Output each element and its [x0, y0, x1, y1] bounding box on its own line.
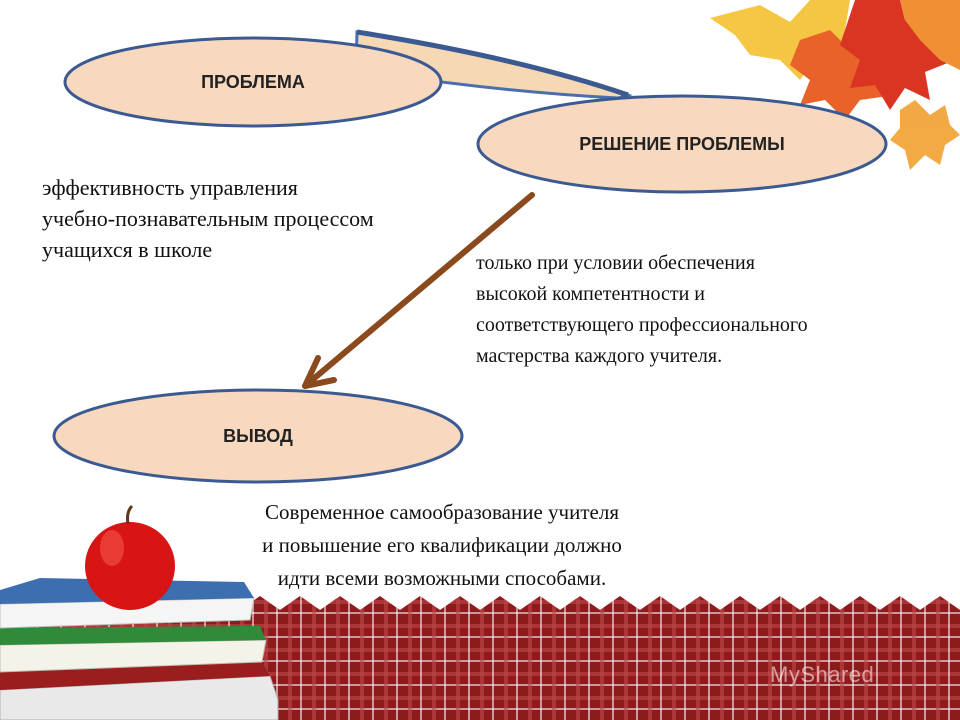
problem-text-line: эффективность управления	[42, 175, 298, 200]
conclusion-text-line: Современное самообразование учителя	[265, 500, 619, 524]
conclusion-label: ВЫВОД	[223, 426, 293, 446]
solution-text-line: соответствующего профессионального	[476, 314, 808, 336]
apple-image	[85, 504, 175, 610]
problem-text: эффективность управления учебно-познават…	[42, 172, 374, 265]
solution-text-line: мастерства каждого учителя.	[476, 345, 723, 367]
problem-text-line: учебно-познавательным процессом	[42, 206, 374, 231]
conclusion-text-line: и повышение его квалификации должно	[262, 533, 622, 557]
solution-label: РЕШЕНИЕ ПРОБЛЕМЫ	[579, 134, 785, 154]
problem-text-line: учащихся в школе	[42, 237, 213, 262]
problem-oval	[63, 36, 443, 128]
solution-oval	[476, 94, 888, 194]
conclusion-text-line: идти всеми возможными способами.	[277, 566, 607, 590]
books-stack	[0, 578, 279, 720]
conclusion-oval	[52, 388, 464, 484]
solution-text-line: высокой компетентности и	[476, 283, 706, 305]
solution-text-line: только при условии обеспечения	[476, 252, 755, 274]
autumn-leaves	[710, 0, 960, 170]
problem-label: ПРОБЛЕМА	[201, 72, 305, 92]
solution-text: только при условии обеспечения высокой к…	[476, 248, 808, 372]
flow-arrow	[302, 192, 535, 389]
conclusion-text: Современное самообразование учителя и по…	[200, 496, 684, 595]
watermark-logo: MyShared	[770, 662, 875, 687]
